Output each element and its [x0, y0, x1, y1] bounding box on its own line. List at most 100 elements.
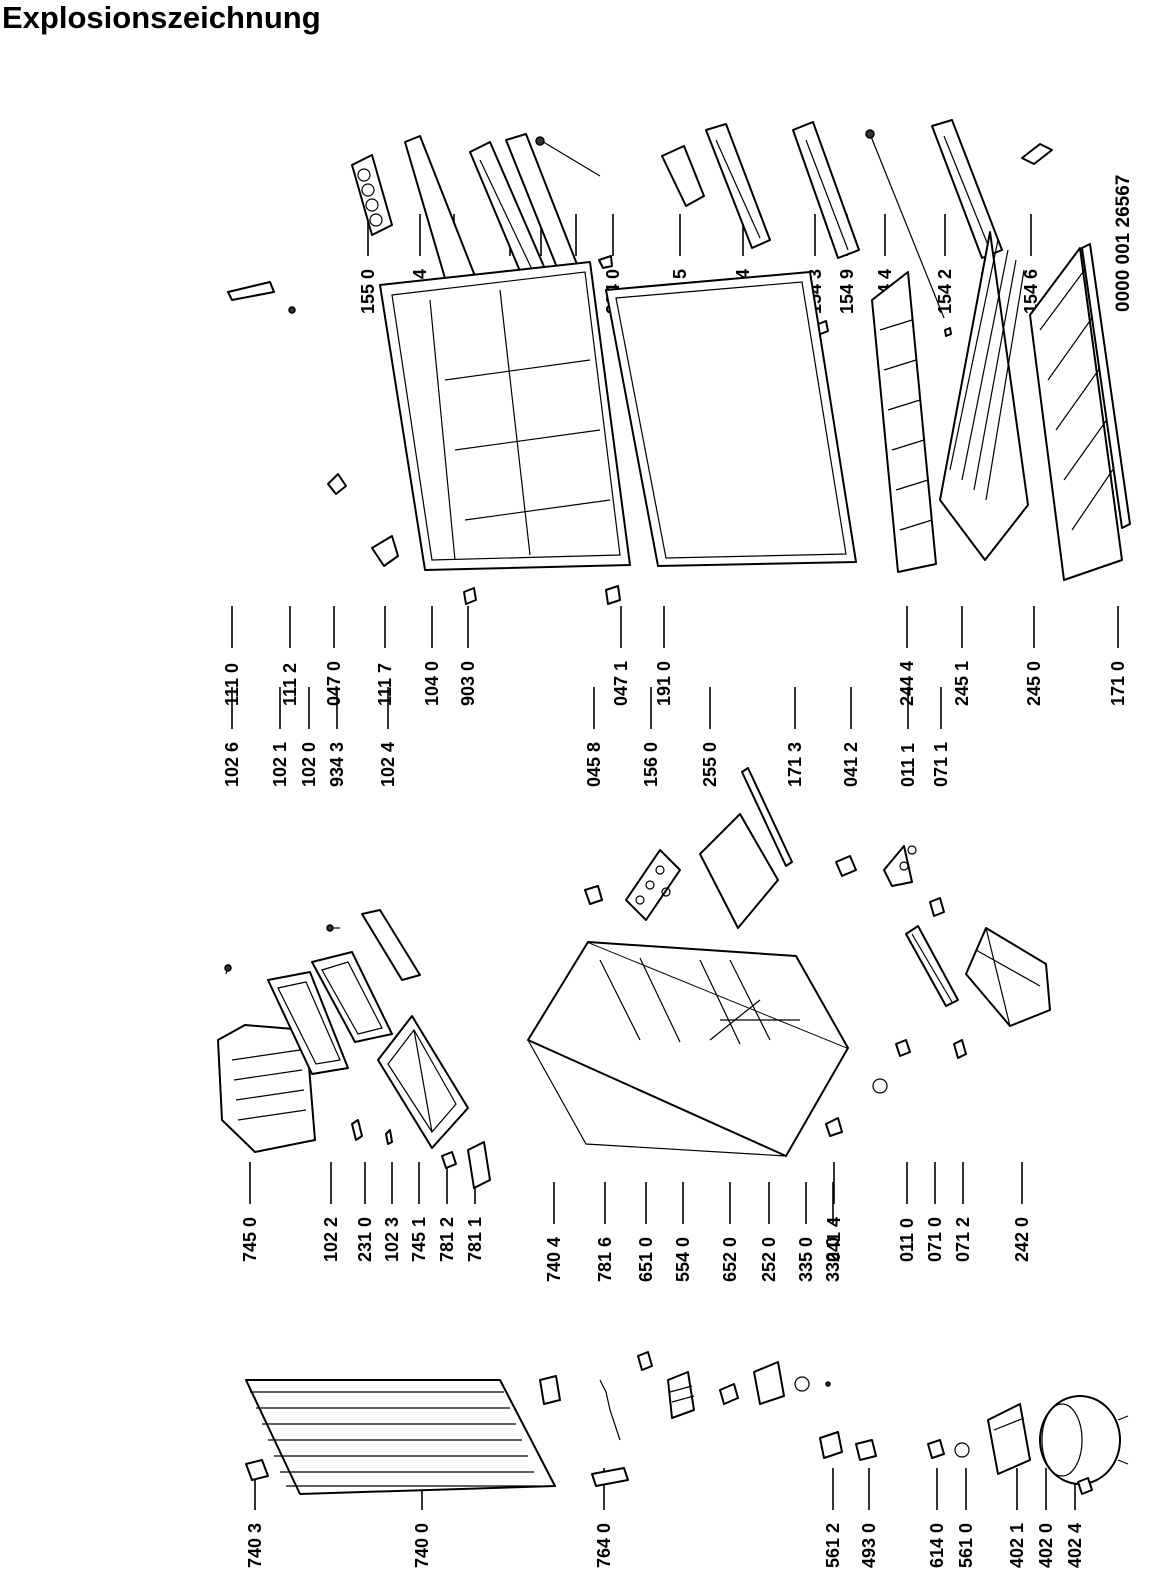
part-label: 155 0 [358, 269, 378, 314]
part-label: 102 2 [321, 1217, 341, 1262]
freezer-flap-frame-part [267, 971, 349, 1075]
lamp-socket-part [872, 1078, 888, 1094]
knob-part [929, 897, 945, 917]
freezer-compartment-part [217, 1024, 316, 1153]
part-label: 154 9 [837, 269, 857, 314]
screw-cap-part [584, 885, 603, 905]
dryer-filter-part [591, 1467, 629, 1487]
bottle-tray-part [661, 145, 705, 207]
part-label: 154 2 [935, 269, 955, 314]
ring-part [954, 1442, 970, 1458]
bottom-door-shelf-part [931, 119, 1003, 259]
cap-part [327, 473, 347, 495]
part-label: 561 0 [956, 1523, 976, 1568]
crisper-drawer-part [965, 927, 1051, 1027]
compressor-foot-part [1077, 1477, 1093, 1495]
part-label: 493 0 [859, 1523, 879, 1568]
clip-part-1 [351, 1119, 363, 1141]
part-label: 041 4 [824, 1217, 844, 1262]
part-label: 111 7 [375, 663, 395, 706]
part-label: 242 0 [1012, 1217, 1032, 1262]
bracket-lower-part [467, 1141, 491, 1189]
screw-part [288, 306, 296, 314]
part-label: 171 0 [1108, 661, 1128, 706]
starter-part [719, 1383, 739, 1405]
part-label: 102 4 [378, 742, 398, 787]
part-label: 071 2 [953, 1217, 973, 1262]
part-label: 332 0 [823, 1237, 843, 1282]
part-label: 745 1 [409, 1217, 429, 1262]
compressor-part [1039, 1395, 1129, 1485]
part-label: 111 2 [280, 663, 300, 706]
bracket-part [1021, 143, 1053, 165]
freezer-flap-part [311, 951, 393, 1043]
glass-shelf-part [1029, 247, 1123, 581]
strip-part [741, 767, 793, 867]
part-label: 011 1 [898, 743, 918, 787]
switch-part [953, 1039, 967, 1059]
part-label: 154 6 [1021, 269, 1041, 314]
rod-part [869, 133, 945, 319]
compressor-cover-part [987, 1403, 1031, 1475]
hinge-screw-part [598, 255, 613, 269]
door-rail-part [705, 123, 771, 249]
hinge-cover-part [371, 535, 399, 567]
part-label: 102 1 [270, 742, 290, 787]
lamp-cap-part [895, 1039, 911, 1057]
part-label: 041 2 [841, 742, 861, 787]
damper-part [855, 1439, 877, 1461]
parts-illustration [217, 119, 1131, 1495]
cabinet-body-part [527, 941, 849, 1157]
part-label: 102 6 [222, 742, 242, 787]
glass-plate-part [699, 813, 779, 929]
condenser-bracket-part [245, 1459, 269, 1481]
wire-shelf-part [939, 231, 1029, 561]
condenser-part [245, 1379, 556, 1495]
part-label: 934 3 [327, 742, 347, 787]
ice-tray-part [625, 849, 681, 921]
part-label: 764 0 [594, 1523, 614, 1568]
grommet-ring-part [927, 1439, 945, 1459]
part-label: 252 0 [759, 1237, 779, 1282]
part-label: 111 0 [222, 663, 242, 706]
part-label: 561 2 [823, 1523, 843, 1568]
shelf-grid-small-part [871, 271, 937, 573]
terminal-box-part [753, 1361, 785, 1405]
part-label: 191 0 [654, 661, 674, 706]
part-label: 402 0 [1036, 1523, 1056, 1568]
part-label: 740 3 [245, 1523, 265, 1568]
part-label: 781 6 [595, 1237, 615, 1282]
shelf-edge-strip-part [1081, 243, 1131, 529]
relay-part [667, 1371, 695, 1419]
handle-part [227, 281, 275, 301]
page-title: Explosionszeichnung [2, 0, 321, 35]
part-label: 554 0 [673, 1237, 693, 1282]
part-label: 047 1 [611, 661, 631, 706]
part-label: 245 0 [1024, 661, 1044, 706]
foot-part [825, 1117, 843, 1137]
small-screw-part [825, 1381, 831, 1387]
part-label: 104 0 [422, 661, 442, 706]
part-label: 740 4 [544, 1237, 564, 1282]
part-label: 651 0 [636, 1237, 656, 1282]
clamp-part [539, 1375, 561, 1405]
thermal-protector-part [794, 1376, 810, 1392]
part-label: 231 0 [355, 1217, 375, 1262]
hinge-pin-part [441, 1151, 457, 1169]
hinge-small-part [835, 855, 857, 877]
part-label: 781 1 [465, 1217, 485, 1262]
part-label: 071 0 [925, 1217, 945, 1262]
part-label: 102 0 [299, 742, 319, 787]
grommet-part [637, 1351, 653, 1371]
thermostat-bracket-part [883, 845, 913, 887]
part-label: 740 0 [412, 1523, 432, 1568]
part-label: 402 4 [1065, 1523, 1085, 1568]
part-label: 745 0 [240, 1217, 260, 1262]
part-label: 903 0 [458, 661, 478, 706]
capillary-part [599, 1379, 621, 1441]
part-label: 011 0 [897, 1218, 917, 1262]
part-label: 171 3 [785, 742, 805, 787]
small-pin-part [944, 327, 952, 337]
part-label: 614 0 [927, 1523, 947, 1568]
part-label: 047 0 [324, 661, 344, 706]
